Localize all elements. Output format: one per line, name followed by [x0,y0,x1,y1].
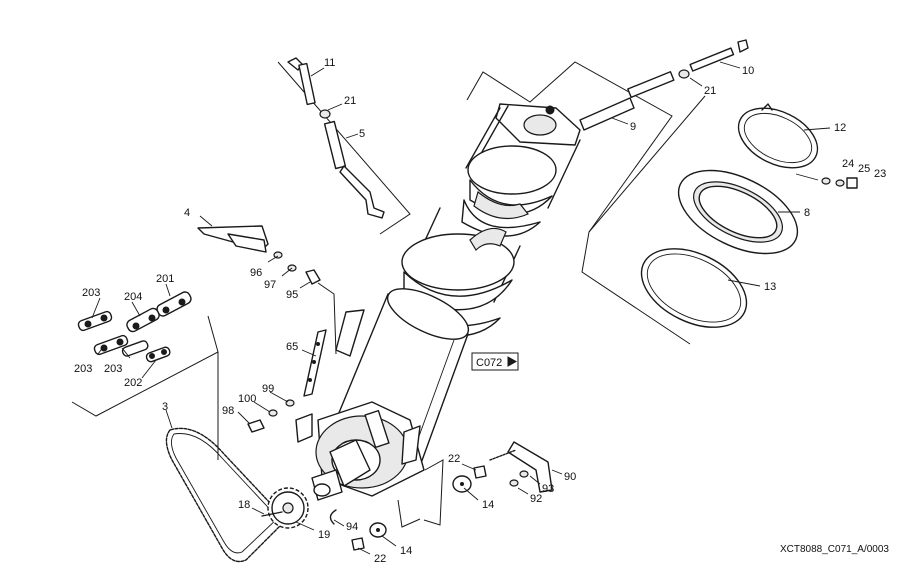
callout-14: 14 [482,499,494,511]
callout-97: 97 [264,279,276,291]
hardware-96-97-95 [273,251,321,285]
callout-8: 8 [804,207,810,219]
callout-94: 94 [346,521,358,533]
frame-ring-group [581,95,706,345]
callout-203: 203 [82,287,100,299]
bracket-4 [197,225,269,253]
rod-assembly-right [579,39,749,131]
callout-65: 65 [286,341,298,353]
arrow-right-icon [507,356,518,367]
callout-22: 22 [448,453,460,465]
lower-housing [295,401,425,501]
chain-link-203-lower [93,334,149,357]
bracket-90 [489,441,553,493]
callout-labels: 11 21 5 10 21 9 12 24 25 23 8 13 4 96 97… [74,57,886,565]
callout-95: 95 [286,289,298,301]
callout-10: 10 [742,65,754,77]
chain-link-204 [126,307,160,333]
callout-12: 12 [834,122,846,134]
callout-14: 14 [400,545,412,557]
callout-98: 98 [222,405,234,417]
hardware-22-14-upper [452,465,487,493]
callout-96: 96 [250,267,262,279]
plate-65 [303,329,327,397]
callout-19: 19 [318,529,330,541]
auger-upper-bracket [465,103,581,209]
callout-11: 11 [324,57,335,69]
chain-link-202 [145,346,171,363]
callout-24: 24 [842,158,854,170]
frame-lower-washer [397,499,421,528]
hardware-24-25-23 [795,173,858,189]
frame-rod-group [277,61,411,235]
frame-lower-shaft [423,459,444,526]
callout-13: 13 [764,281,776,293]
hardware-94-14-22-lower [329,509,387,551]
pin-18 [261,511,283,517]
sprocket-19 [267,487,309,529]
callout-22: 22 [374,553,386,565]
callout-9: 9 [630,121,636,133]
frame-bolt-95 [317,282,337,355]
callout-204: 204 [124,291,142,303]
chain-link-201 [156,291,192,317]
drawing-code: XCT8088_C071_A/0003 [780,544,889,555]
ring-8 [677,169,799,255]
callout-92: 92 [530,493,542,505]
callout-4: 4 [184,207,190,219]
callout-23: 23 [874,168,886,180]
callout-25: 25 [858,163,870,175]
callout-203: 203 [74,363,92,375]
drive-chain-3 [165,427,287,563]
auger-flight-upper [461,145,557,237]
chain-link-203-upper [77,310,113,332]
reference-box-label: C072 [476,357,502,369]
callout-3: 3 [162,401,168,413]
frame-auger-bracket [466,61,673,233]
callout-5: 5 [359,128,365,140]
callout-203: 203 [104,363,122,375]
callout-93: 93 [542,483,554,495]
callout-99: 99 [262,383,274,395]
callout-202: 202 [124,377,142,389]
callout-21: 21 [344,95,356,107]
rod-assembly-left [287,57,385,219]
callout-21: 21 [704,85,716,97]
auger-flight-lower [399,207,521,337]
ring-13 [640,248,748,328]
hardware-93-92 [509,470,529,487]
callout-18: 18 [238,499,250,511]
callout-100: 100 [238,393,256,405]
callout-201: 201 [156,273,174,285]
frame-chain-links [71,315,219,417]
callout-90: 90 [564,471,576,483]
leader-lines [91,61,831,555]
reference-box-c072[interactable]: C072 [471,352,519,371]
ring-12 [737,103,819,169]
